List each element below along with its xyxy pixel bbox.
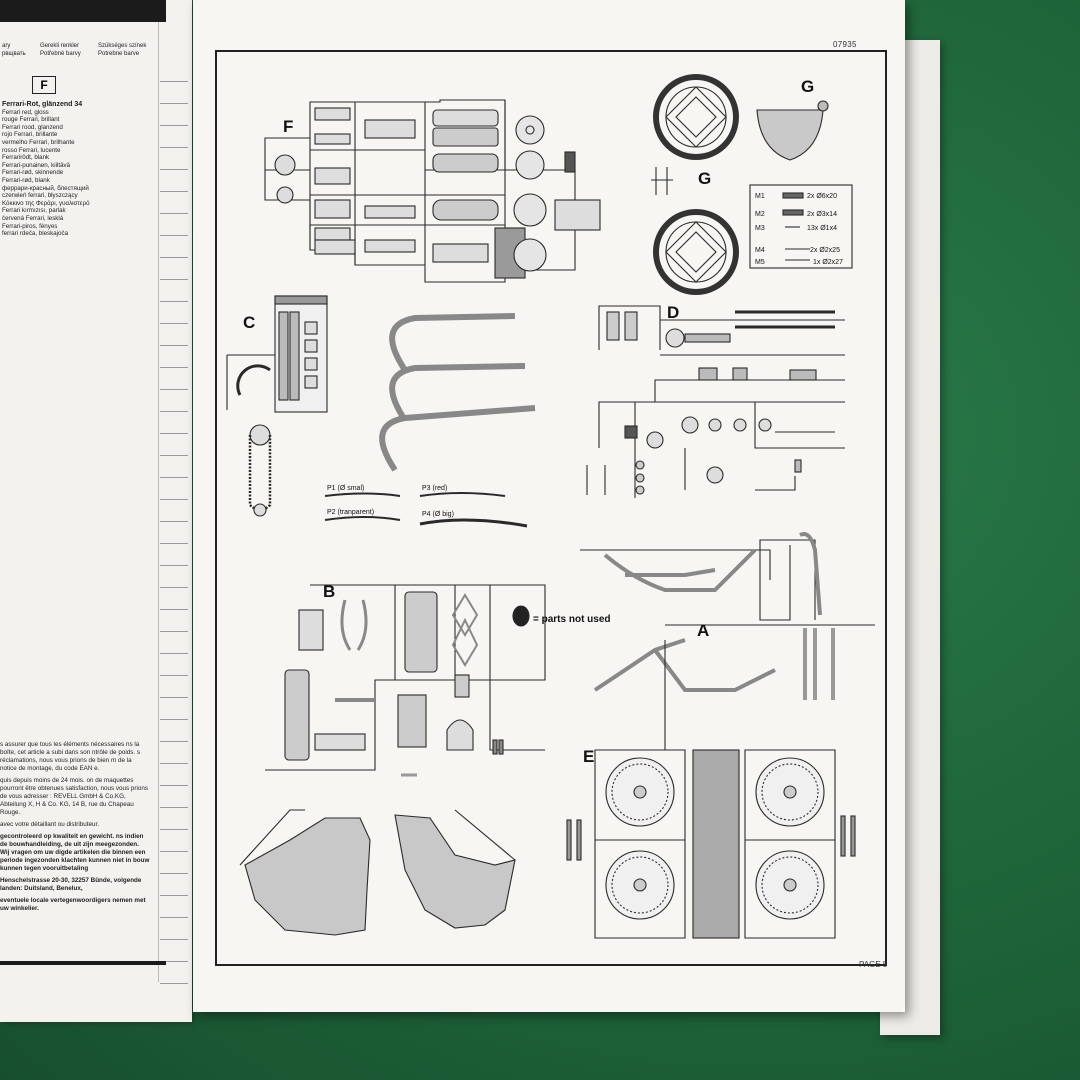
screw-m3-spec: 13x Ø1x4 — [807, 225, 837, 232]
customer-notice: s assurer que tous les éléments nécessai… — [0, 741, 150, 912]
section-e-label: E — [583, 747, 594, 766]
pipe-p4-label: P4 (Ø big) — [422, 511, 454, 518]
ruled-lines — [160, 60, 188, 1000]
screw-m5-spec: 1x Ø2x27 — [813, 259, 843, 266]
sprue-c — [226, 295, 328, 517]
section-d-label: D — [667, 303, 679, 322]
screw-m4-code: M4 — [755, 247, 765, 254]
screw-m3-code: M3 — [755, 225, 765, 232]
sprue-a — [580, 532, 875, 750]
section-b-label: B — [323, 582, 335, 601]
kit-code: 07935 — [833, 40, 857, 49]
pipe-p2-label: P2 (tranparent) — [327, 509, 374, 516]
page-number: PAGE 5 — [859, 960, 888, 969]
screw-m5-code: M5 — [755, 259, 765, 266]
section-a-label: A — [697, 621, 709, 640]
paint-description: Ferrari-Rot, glänzend 34 Ferrari red, gl… — [2, 101, 102, 238]
sprue-e — [566, 749, 856, 939]
screw-m2-code: M2 — [755, 211, 765, 218]
section-c-label: C — [243, 313, 255, 332]
top-black-bar — [0, 0, 166, 22]
paint-code-flag: F — [32, 76, 56, 94]
screw-m1-spec: 2x Ø6x20 — [807, 193, 837, 200]
pipe-p3-label: P3 (red) — [422, 485, 447, 492]
bottom-black-bar — [0, 961, 166, 965]
screw-m1-code: M1 — [755, 193, 765, 200]
section-f-label: F — [283, 117, 293, 136]
column-rule — [158, 22, 159, 982]
sprue-f — [264, 99, 601, 283]
page-frame — [215, 50, 887, 966]
screw-m4-spec: 2x Ø2x25 — [810, 247, 840, 254]
not-used-legend-swatch — [512, 605, 530, 627]
sprue-d — [586, 305, 845, 498]
instruction-page: 07935 — [193, 0, 905, 1012]
fenders — [239, 809, 516, 936]
section-g-label-2: G — [698, 169, 711, 188]
sprue-b — [265, 584, 546, 777]
section-g-label: G — [801, 77, 814, 96]
pipe-p1-label: P1 (Ø smal) — [327, 485, 364, 492]
parts-diagram: F G G C D B A E = parts not used M1 2x Ø… — [226, 74, 875, 939]
paint-lead: Ferrari-Rot, glänzend 34 — [2, 101, 83, 108]
exhaust-pipes — [379, 313, 536, 472]
screw-m2-spec: 2x Ø3x14 — [807, 211, 837, 218]
wheels-g — [651, 74, 853, 295]
parts-not-used-legend: = parts not used — [533, 614, 611, 625]
